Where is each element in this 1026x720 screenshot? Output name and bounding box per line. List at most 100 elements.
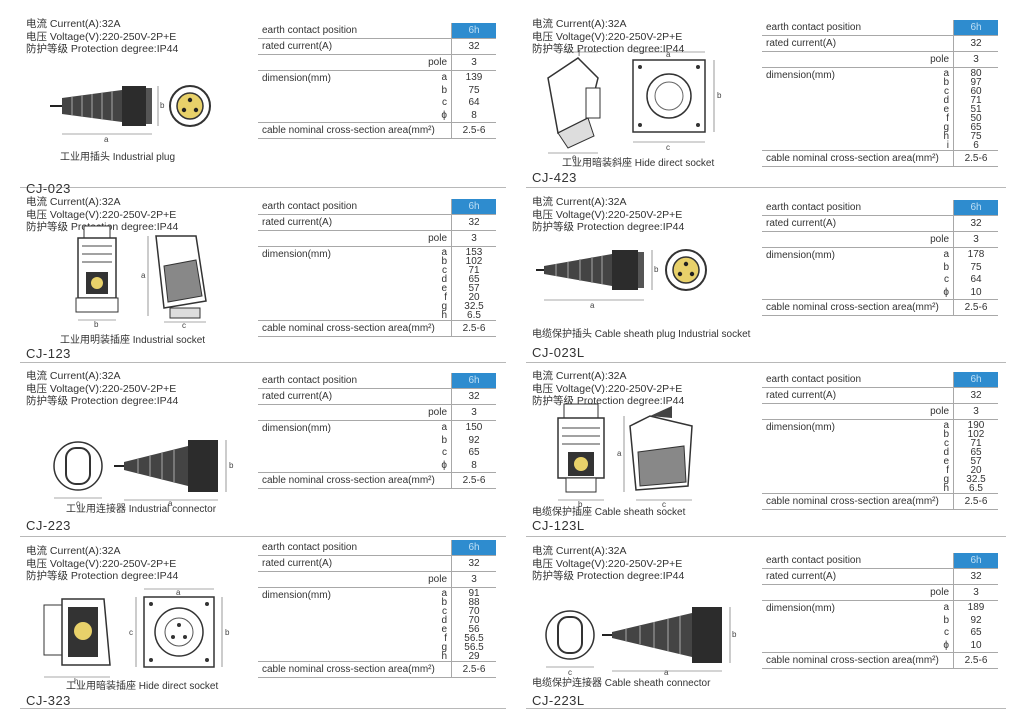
dim-value: 8 [471,459,477,471]
rated-value: 32 [451,38,496,55]
dimension-label: dimension(mm) [258,70,422,123]
dim-value: 64 [468,97,480,108]
dim-letter: a [441,247,447,258]
row-cable: cable nominal cross-section area(mm²)2.5… [762,652,998,669]
cable-label: cable nominal cross-section area(mm²) [762,150,954,167]
cable-label: cable nominal cross-section area(mm²) [762,299,954,316]
svg-text:c: c [662,500,666,508]
dim-letter: b [943,77,949,88]
rated-label: rated current(A) [762,35,954,52]
dim-value: 92 [970,614,982,626]
dim-value: 6.5 [467,310,481,321]
svg-text:c: c [182,321,186,328]
dim-letter: g [441,301,447,312]
cable-value: 2.5-6 [451,661,496,678]
product-drawing: c a b [40,426,240,511]
dim-letter: b [441,256,447,267]
dim-letter: b [943,614,949,626]
svg-text:c: c [666,143,670,152]
dim-letter: e [441,624,447,635]
spec-current: 电流 Current(A):32A [532,196,627,208]
spec-protection: 防护等级 Protection degree:IP44 [26,570,179,582]
dim-value: 71 [970,95,982,106]
dim-letter: c [442,606,447,617]
row-divider [20,187,506,188]
svg-text:b: b [160,101,165,110]
rated-label: rated current(A) [258,555,452,572]
dim-value: 75 [970,131,982,142]
dim-letter: b [441,597,447,608]
cable-value: 2.5-6 [451,472,496,489]
dim-letter: h [943,131,949,142]
pole-value: 3 [953,51,998,68]
rated-label: rated current(A) [762,215,954,232]
row-rated: rated current(A)32 [258,388,496,405]
dim-value: 10 [970,286,982,298]
rated-label: rated current(A) [258,38,452,55]
cable-label: cable nominal cross-section area(mm²) [258,122,452,139]
cable-value: 2.5-6 [953,299,998,316]
svg-text:a: a [141,271,146,280]
dim-letter: c [944,627,949,638]
dim-letter: a [441,588,447,599]
cable-label: cable nominal cross-section area(mm²) [258,472,452,489]
spec-voltage: 电压 Voltage(V):220-250V-2P+E [26,30,177,43]
earth-label: earth contact position [258,373,452,389]
cable-value: 2.5-6 [953,652,998,669]
dim-letter: c [944,274,949,285]
dim-letter: c [442,265,447,276]
dim-value: 57 [970,456,982,467]
pole-value: 3 [953,231,998,248]
dim-value: 70 [468,606,480,617]
dim-value: 88 [468,597,480,608]
row-cable: cable nominal cross-section area(mm²)2.5… [762,150,998,167]
dimension-label: dimension(mm) [762,247,924,300]
pole-value: 3 [451,54,496,71]
dim-letter: a [943,420,949,431]
dim-letter: a [943,602,949,613]
dim-value: 102 [967,429,985,440]
dim-letter: d [441,274,447,285]
earth-value: 6h [953,20,998,36]
spec-voltage: 电压 Voltage(V):220-250V-2P+E [532,30,683,43]
spec-current: 电流 Current(A):32A [26,370,121,382]
rated-label: rated current(A) [762,568,954,585]
dim-value: 190 [967,420,985,431]
dim-value: 65 [468,274,480,285]
cable-value: 2.5-6 [451,122,496,139]
svg-text:a: a [590,301,595,310]
model-number: CJ-123 [26,346,71,361]
cable-label: cable nominal cross-section area(mm²) [258,661,452,678]
dim-letter: ϕ [441,109,447,121]
dim-value: 65 [970,447,982,458]
dim-letter: a [943,249,949,260]
rated-value: 32 [953,568,998,585]
rated-value: 32 [451,555,496,572]
row-divider [526,187,1006,188]
dim-letter: g [943,474,949,485]
earth-value: 6h [451,199,496,215]
spec-current: 电流 Current(A):32A [26,196,121,208]
row-cable: cable nominal cross-section area(mm²)2.5… [762,299,998,316]
pole-label: pole [258,54,452,71]
